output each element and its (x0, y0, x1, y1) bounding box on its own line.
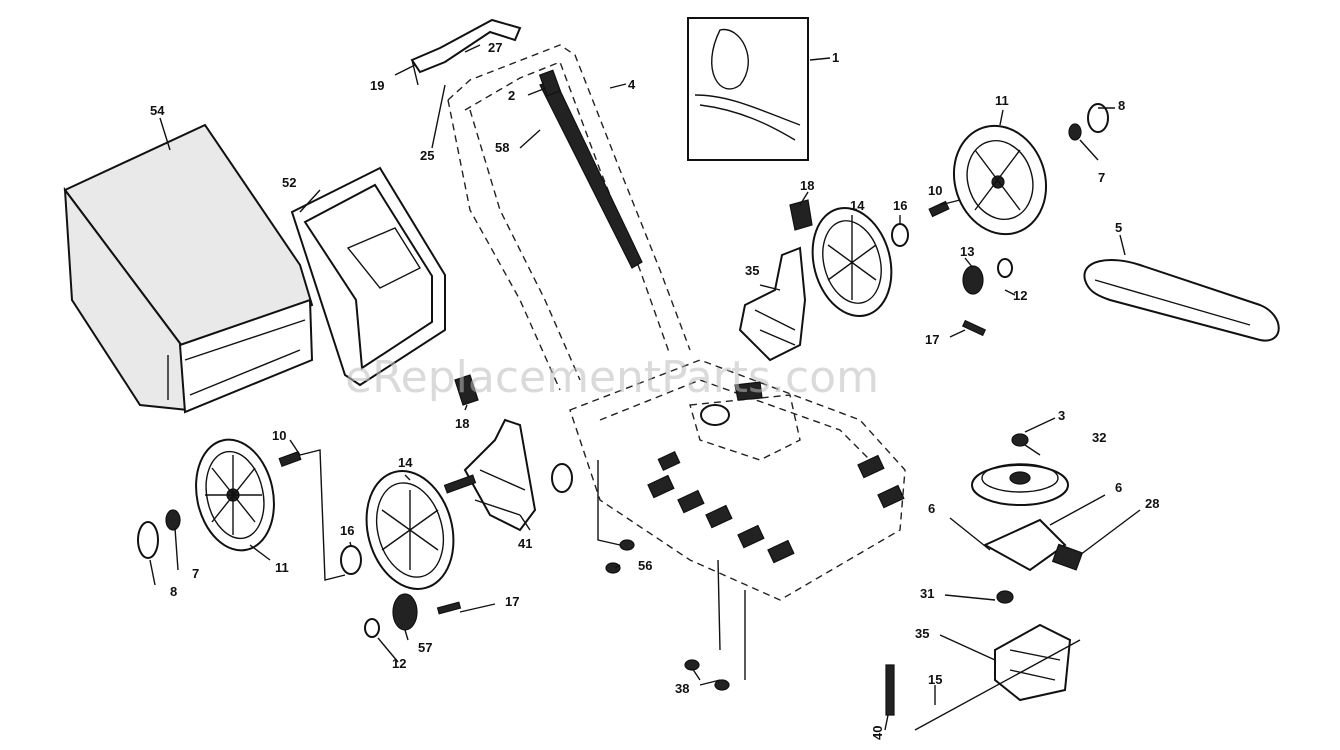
nut-38a-part (684, 659, 700, 671)
callout-35a: 35 (745, 263, 759, 278)
callout-12a: 12 (392, 656, 406, 671)
callout-2: 2 (508, 88, 515, 103)
nut-3-part (1011, 433, 1029, 447)
callout-32: 32 (1092, 430, 1106, 445)
wheel-cap-left-part (137, 521, 159, 559)
wheel-cap-right-part (1087, 103, 1109, 133)
mower-deck-part (569, 359, 906, 601)
callout-16b: 16 (893, 198, 907, 213)
drive-wheel-right-part (811, 206, 893, 318)
deck-washer-part (551, 463, 573, 493)
cable-inset-box (687, 17, 809, 161)
callout-4: 4 (628, 77, 636, 92)
callout-10a: 10 (272, 428, 286, 443)
callout-11b: 11 (995, 93, 1009, 108)
callout-38: 38 (675, 681, 689, 696)
pinion-13-right-part (962, 265, 984, 295)
callout-18a: 18 (455, 416, 469, 431)
callout-8b: 8 (1118, 98, 1125, 113)
callout-10b: 10 (928, 183, 942, 198)
callout-7a: 7 (192, 566, 199, 581)
callout-57: 57 (418, 640, 432, 655)
callout-31: 31 (920, 586, 934, 601)
callout-5: 5 (1115, 220, 1122, 235)
callout-25: 25 (420, 148, 434, 163)
callout-17a: 17 (505, 594, 519, 609)
pinion-gear-left-part (364, 593, 418, 638)
handle-outline (447, 44, 691, 391)
drive-wheel-left-part (365, 470, 455, 590)
transmission-part (914, 623, 1081, 731)
callout-52: 52 (282, 175, 296, 190)
bushing-left-part (165, 509, 181, 531)
spring-18-left-part (454, 374, 479, 406)
callout-1: 1 (832, 50, 839, 65)
callout-14b: 14 (850, 198, 865, 213)
callout-6b: 6 (1115, 480, 1122, 495)
rear-wheel-left-part (195, 438, 275, 552)
callout-35b: 35 (915, 626, 929, 641)
wheel-bolt-left-part (278, 451, 302, 467)
callout-8a: 8 (170, 584, 177, 599)
callout-11a: 11 (275, 560, 289, 575)
callout-6a: 6 (928, 501, 935, 516)
nut-38b-part (714, 679, 730, 691)
callout-19: 19 (370, 78, 384, 93)
callout-54: 54 (150, 103, 165, 118)
drive-bracket-right-part (738, 246, 807, 362)
callout-labels: 1 2 3 4 5 6 6 7 7 8 8 10 10 11 11 12 12 … (150, 40, 1159, 740)
callout-14a: 14 (398, 455, 413, 470)
spring-40-part (885, 664, 895, 716)
watermark-text: eReplacementParts.com (345, 352, 879, 403)
callout-28: 28 (1145, 496, 1159, 511)
nut-56b-part (605, 562, 621, 574)
rear-wheel-right-part (952, 124, 1048, 236)
callout-3: 3 (1058, 408, 1065, 423)
callout-12b: 12 (1013, 288, 1027, 303)
bushing-right-part (1068, 123, 1082, 141)
callout-58: 58 (495, 140, 509, 155)
washer-16-left-part (340, 545, 362, 575)
callout-40: 40 (870, 726, 885, 740)
callout-17b: 17 (925, 332, 939, 347)
callout-15: 15 (928, 672, 942, 687)
bolt-10-right-part (928, 200, 950, 218)
pin-17-left-part (436, 601, 462, 615)
drive-bracket-left-part (443, 418, 537, 532)
nut-56a-part (619, 539, 635, 551)
pulley-part (971, 463, 1069, 506)
drive-belt-part (1083, 259, 1280, 342)
grass-bag-part (63, 123, 314, 414)
callout-27: 27 (488, 40, 502, 55)
callout-56: 56 (638, 558, 652, 573)
bag-frame-part (290, 166, 446, 387)
nut-12-right-part (997, 258, 1013, 278)
leader-lines (149, 44, 1141, 731)
callout-41: 41 (518, 536, 532, 551)
pin-17-right-part (961, 319, 987, 337)
callout-13: 13 (960, 244, 974, 259)
transmission-plate-part (982, 518, 1084, 604)
upper-handle-part (410, 18, 522, 86)
control-bar-part (538, 69, 643, 269)
callout-16a: 16 (340, 523, 354, 538)
washer-16-right-part (891, 223, 909, 247)
callout-7b: 7 (1098, 170, 1105, 185)
callout-18b: 18 (800, 178, 814, 193)
